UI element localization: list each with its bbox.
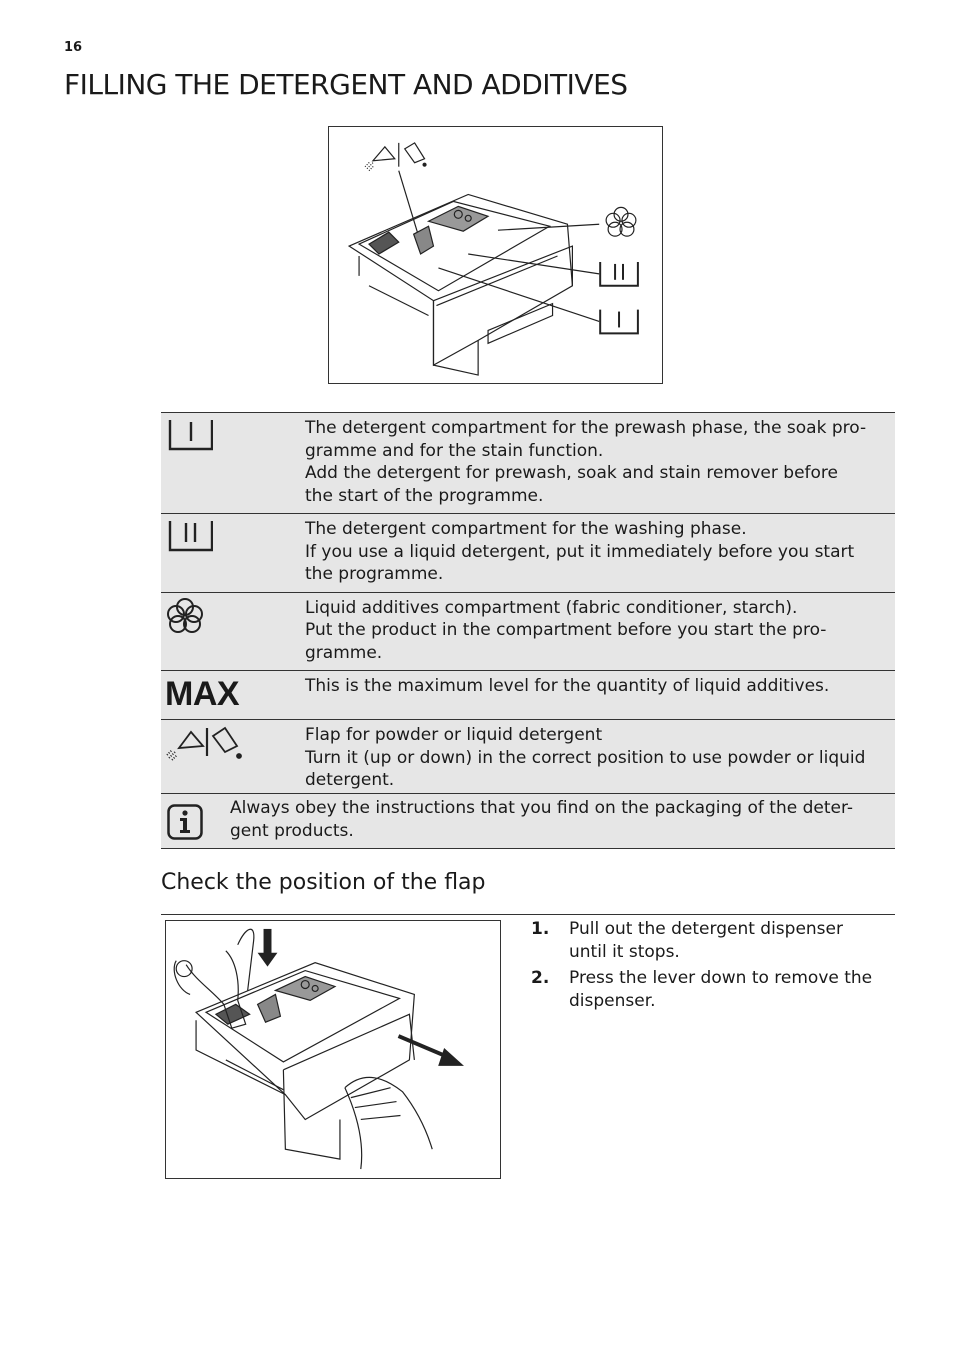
powder-liquid-flap-icon [166,726,242,761]
dispenser-illustration [328,126,663,384]
legend-row-max: MAX This is the maximum level for the qu… [161,670,895,720]
step-item: 1. Pull out the detergent dispenser unti… [531,918,891,963]
prewash-compartment-icon [168,420,214,451]
page-number: 16 [64,40,83,55]
flower-additive-icon [605,206,637,237]
legend-text: Add the detergent for prewash, soak and … [305,463,838,483]
legend-text: gramme. [305,642,383,663]
legend-text: Flap for powder or liquid detergent [305,725,603,745]
remove-dispenser-illustration [165,920,501,1179]
info-icon [167,804,203,840]
step-text: until it stops. [569,941,680,962]
flower-additive-icon [167,597,203,633]
step-number: 2. [531,968,550,988]
legend-row-wash: The detergent compartment for the washin… [161,513,895,592]
legend-text: gramme and for the stain function. [305,440,604,461]
legend-row-prewash: The detergent compartment for the prewas… [161,412,895,514]
legend-row-additives: Liquid additives compartment (fabric con… [161,592,895,671]
section-divider [161,914,895,915]
step-number: 1. [531,919,550,939]
pull-arrow-icon [397,1034,464,1066]
step-text: Press the lever down to remove the [569,968,873,988]
section-heading: Check the position of the flap [161,870,486,895]
wash-compartment-icon [599,261,639,287]
legend-row-flap: Flap for powder or liquid detergent Turn… [161,719,895,798]
step-text: dispenser. [569,990,656,1011]
prewash-compartment-icon [599,309,639,335]
legend-text: The detergent compartment for the washin… [305,519,747,539]
step-text: Pull out the detergent dispenser [569,919,843,939]
step-item: 2. Press the lever down to remove the di… [531,967,891,1012]
legend-table: The detergent compartment for the prewas… [161,412,895,799]
legend-text: The detergent compartment for the prewas… [305,418,867,438]
legend-text: Liquid additives compartment (fabric con… [305,597,798,618]
legend-text: the programme. [305,564,444,584]
legend-text: the start of the programme. [305,485,544,506]
legend-text: Put the product in the compartment befor… [305,620,827,640]
legend-text: detergent. [305,770,395,790]
note-text: Always obey the instructions that you fi… [230,798,853,818]
legend-text: This is the maximum level for the quanti… [305,676,830,696]
wash-compartment-icon [168,521,214,552]
info-note: Always obey the instructions that you fi… [161,793,895,849]
instruction-steps: 1. Pull out the detergent dispenser unti… [531,918,891,1016]
legend-text: If you use a liquid detergent, put it im… [305,541,855,562]
down-arrow-icon [257,928,278,967]
legend-text: Turn it (up or down) in the correct posi… [305,747,866,768]
powder-liquid-flap-icon [364,142,427,172]
max-symbol: MAX [165,675,240,713]
page-title: FILLING THE DETERGENT AND ADDITIVES [64,68,628,101]
note-text: gent products. [230,820,354,841]
